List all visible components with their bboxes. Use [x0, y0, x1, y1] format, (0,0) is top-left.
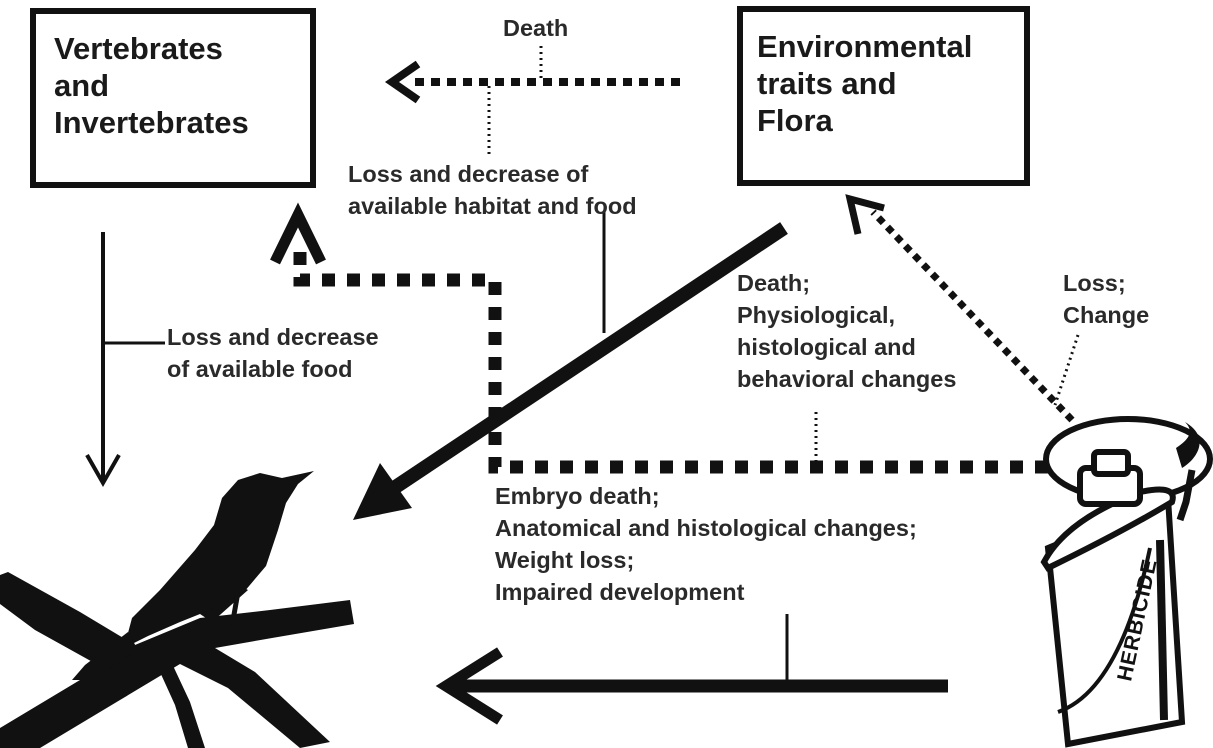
vertebrates-node: Vertebrates and Invertebrates: [30, 8, 316, 188]
label-embryo-line-1: Embryo death;: [495, 483, 660, 509]
herbicide-can-icon: [1040, 416, 1213, 748]
environment-node: Environmental traits and Flora: [737, 6, 1030, 186]
label-death-top: Death: [503, 12, 568, 44]
label-death-top-text: Death: [503, 15, 569, 41]
label-loss-change: Loss; Change: [1063, 267, 1149, 331]
arrow-vertebrates-to-bird: [85, 232, 121, 488]
environment-line-2: traits and: [757, 66, 897, 101]
label-embryo-line-2: Anatomical and histological changes;: [495, 515, 917, 541]
vertebrates-line-2: and: [54, 68, 110, 103]
label-death-physio-line-4: behavioral changes: [737, 366, 957, 392]
label-death-physio-line-1: Death;: [737, 270, 811, 296]
environment-line-3: Flora: [757, 103, 833, 138]
label-loss-habitat: Loss and decrease of available habitat a…: [348, 158, 637, 222]
label-loss-change-line-2: Change: [1063, 302, 1150, 328]
label-embryo: Embryo death; Anatomical and histologica…: [495, 480, 917, 608]
arrow-herbicide-to-vertebrates: [270, 202, 1048, 474]
label-death-physio-line-3: histological and: [737, 334, 916, 360]
label-death-physio: Death; Physiological, histological and b…: [737, 267, 956, 395]
label-loss-habitat-line-1: Loss and decrease of: [348, 161, 589, 187]
label-loss-habitat-line-2: available habitat and food: [348, 193, 637, 219]
label-loss-food-line-2: of available food: [167, 356, 353, 382]
environment-line-1: Environmental: [757, 29, 973, 64]
vertebrates-line-3: Invertebrates: [54, 105, 249, 140]
label-loss-food-line-1: Loss and decrease: [167, 324, 379, 350]
arrow-herbicide-to-bird: [435, 647, 948, 725]
arrow-herbicide-to-environment: [845, 194, 1075, 423]
leader-loss-change: [1053, 334, 1080, 406]
label-embryo-line-3: Weight loss;: [495, 547, 635, 573]
label-death-physio-line-2: Physiological,: [737, 302, 896, 328]
label-loss-food: Loss and decrease of available food: [167, 321, 379, 385]
arrow-environment-to-bird: [353, 222, 788, 520]
arrow-environment-to-vertebrates: [384, 60, 680, 104]
bird-on-branch-icon: [0, 471, 354, 748]
vertebrates-line-1: Vertebrates: [54, 31, 223, 66]
label-loss-change-line-1: Loss;: [1063, 270, 1126, 296]
label-embryo-line-4: Impaired development: [495, 579, 745, 605]
